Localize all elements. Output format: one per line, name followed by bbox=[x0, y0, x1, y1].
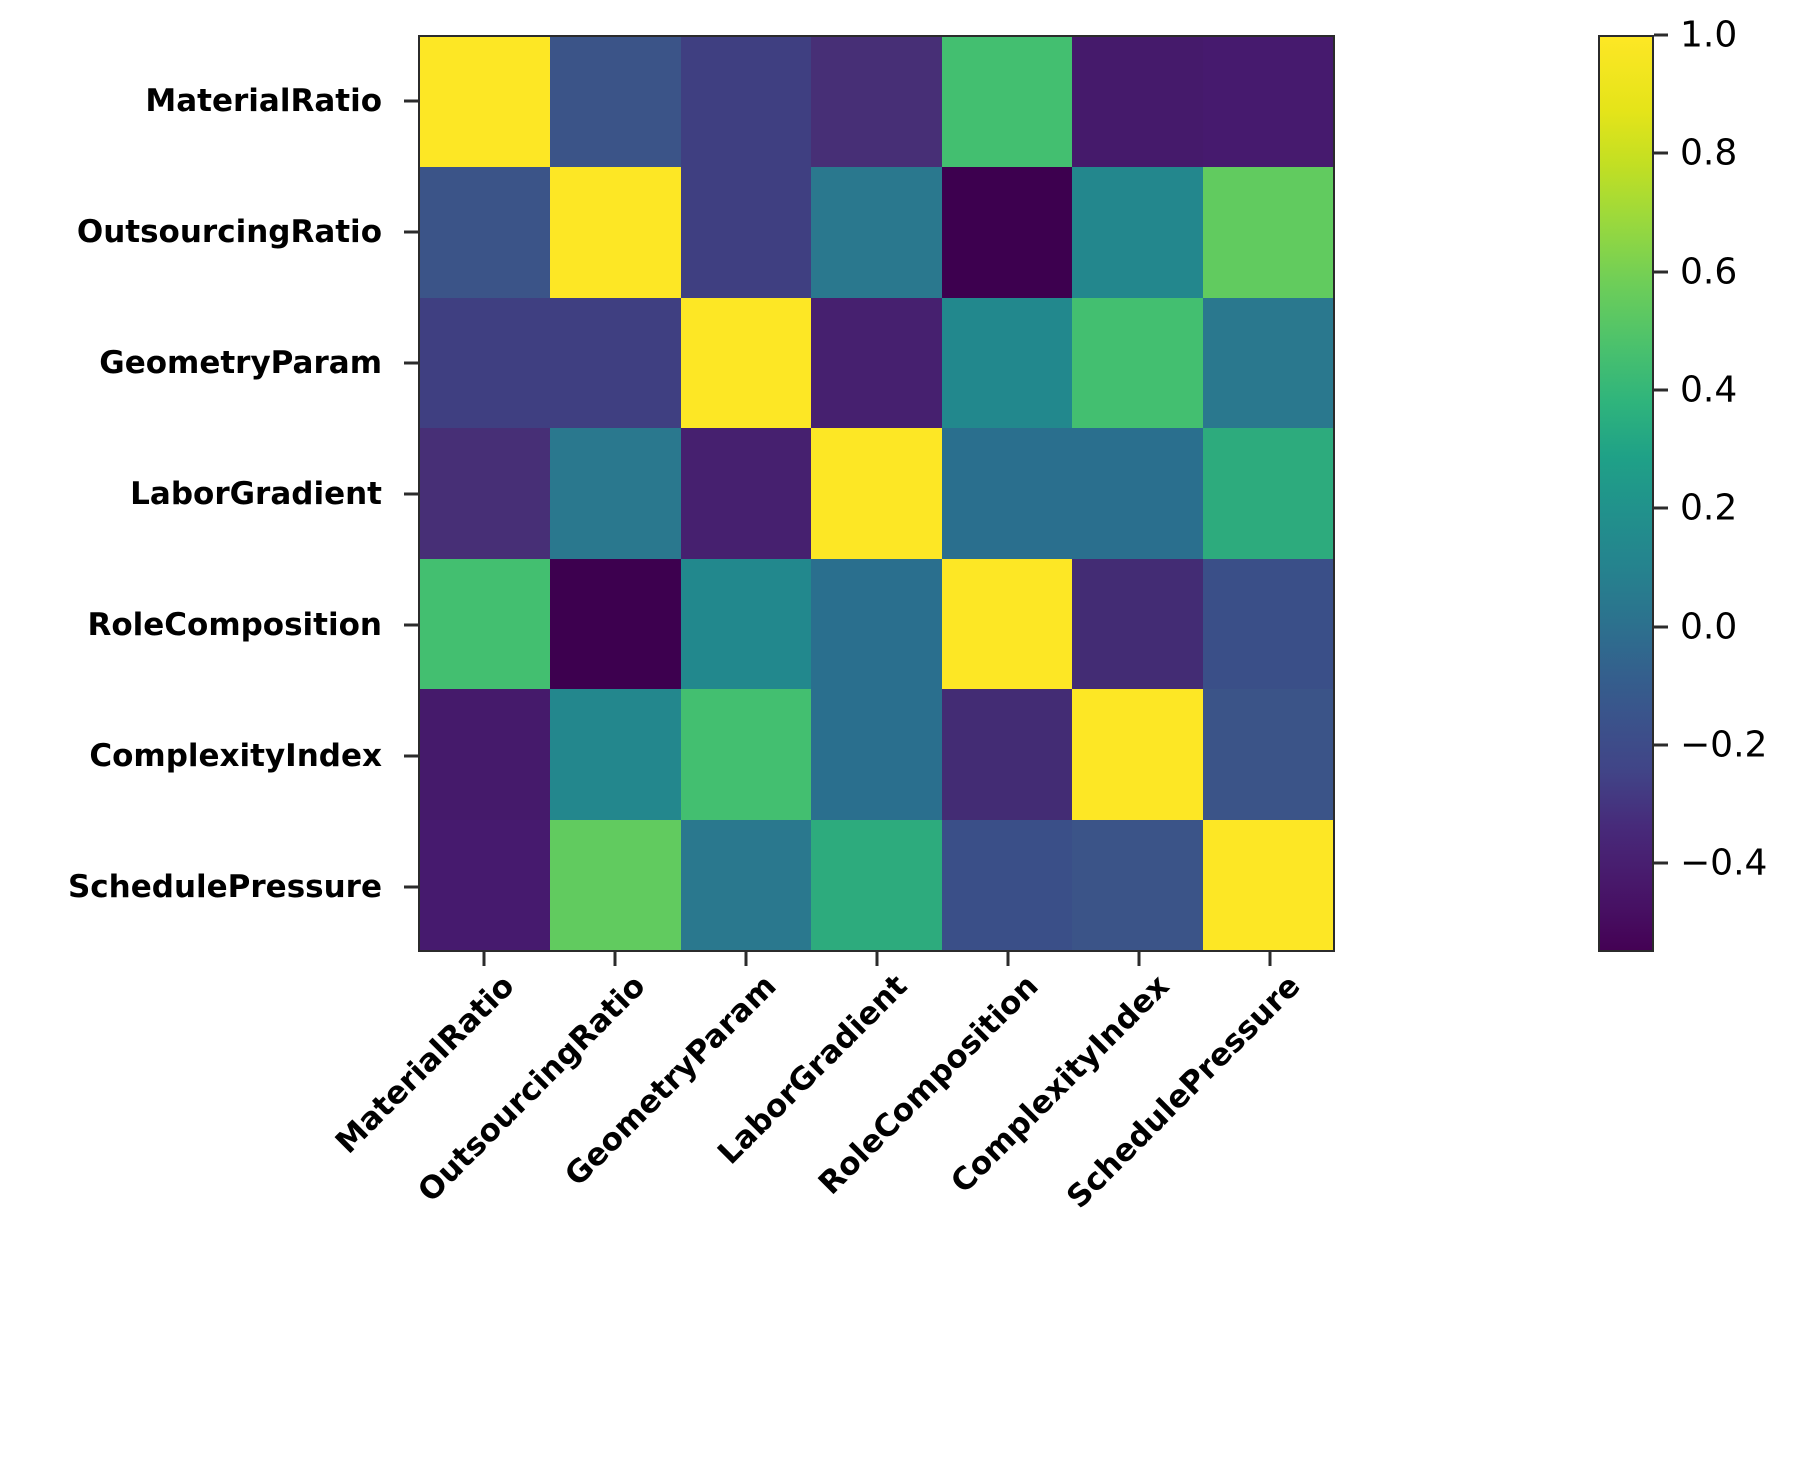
colorbar-tick-label: 0.0 bbox=[1680, 606, 1738, 648]
heatmap-cell bbox=[1072, 37, 1203, 168]
heatmap-cell bbox=[1202, 819, 1333, 950]
colorbar: 1.0 0.8 0.6 0.4 0.2 0.0 −0.2 −0.4 bbox=[1598, 15, 1767, 952]
heatmap-cell bbox=[811, 297, 942, 429]
colorbar-tick-label: 0.6 bbox=[1680, 251, 1738, 293]
heatmap-cell bbox=[420, 167, 551, 298]
heatmap-cell bbox=[941, 37, 1073, 168]
heatmap-cell bbox=[1072, 297, 1203, 429]
heatmap-cell bbox=[680, 428, 812, 559]
y-axis-tick-label: SchedulePressure bbox=[67, 868, 382, 905]
y-axis-tick-mark bbox=[404, 754, 418, 757]
heatmap-cell bbox=[680, 37, 812, 168]
y-axis-tick-label: OutsourcingRatio bbox=[76, 213, 382, 250]
colorbar-tick-mark bbox=[1654, 270, 1668, 274]
x-axis-tick-mark bbox=[613, 952, 616, 966]
heatmap-cell bbox=[941, 558, 1073, 690]
heatmap-cell bbox=[1072, 558, 1203, 690]
heatmap-cell bbox=[1202, 37, 1333, 168]
x-axis-tick-mark bbox=[1268, 952, 1271, 966]
x-axis-tick-label: OutsourcingRatio bbox=[410, 968, 652, 1210]
heatmap-cell bbox=[1072, 428, 1203, 559]
heatmap-cell bbox=[1202, 297, 1333, 429]
heatmap-cell bbox=[941, 428, 1073, 559]
heatmap-cell bbox=[550, 167, 681, 298]
colorbar-tick-mark bbox=[1654, 388, 1668, 392]
colorbar-tick-label: 0.4 bbox=[1680, 369, 1738, 411]
y-axis-tick-mark bbox=[404, 623, 418, 626]
colorbar-tick-mark bbox=[1654, 861, 1668, 865]
heatmap-cell-grid bbox=[420, 37, 1333, 950]
colorbar-tick-mark bbox=[1654, 33, 1668, 37]
heatmap-cell bbox=[811, 689, 942, 820]
colorbar-tick-label: 0.2 bbox=[1680, 487, 1738, 529]
y-axis-tick-mark bbox=[404, 885, 418, 888]
heatmap-cell bbox=[1202, 167, 1333, 298]
heatmap-cell bbox=[811, 819, 942, 950]
x-axis-tick-label: ComplexityIndex bbox=[943, 968, 1176, 1201]
y-axis-tick-mark bbox=[404, 361, 418, 364]
heatmap-cell bbox=[1072, 819, 1203, 950]
colorbar-tick-label: 1.0 bbox=[1680, 14, 1738, 56]
x-axis-tick-mark bbox=[1137, 952, 1140, 966]
heatmap-cell bbox=[941, 819, 1073, 950]
heatmap-cell bbox=[811, 167, 942, 298]
heatmap-cell bbox=[550, 37, 681, 168]
heatmap-cell bbox=[811, 558, 942, 690]
x-axis-tick-mark bbox=[1006, 952, 1009, 966]
heatmap-cell bbox=[1202, 689, 1333, 820]
heatmap-cell bbox=[550, 297, 681, 429]
heatmap-cell bbox=[941, 167, 1073, 298]
y-axis-tick-label: MaterialRatio bbox=[145, 82, 382, 119]
x-axis-tick-label: SchedulePressure bbox=[1059, 968, 1307, 1216]
x-axis-tick-mark bbox=[482, 952, 485, 966]
heatmap-cell bbox=[420, 819, 551, 950]
y-axis-tick-label: RoleComposition bbox=[87, 606, 382, 643]
y-axis-tick-label: LaborGradient bbox=[130, 475, 382, 512]
colorbar-tick-label: −0.4 bbox=[1680, 842, 1768, 884]
heatmap-cell bbox=[420, 297, 551, 429]
heatmap-cell bbox=[420, 428, 551, 559]
heatmap-cell bbox=[811, 428, 942, 559]
y-axis-tick-label: ComplexityIndex bbox=[89, 737, 382, 774]
y-axis-tick-mark bbox=[404, 492, 418, 495]
heatmap-cell bbox=[420, 689, 551, 820]
heatmap-cell bbox=[550, 819, 681, 950]
x-axis-tick-label: RoleComposition bbox=[811, 968, 1045, 1202]
x-axis-tick-mark bbox=[875, 952, 878, 966]
x-axis-tick-mark bbox=[744, 952, 747, 966]
colorbar-tick-mark bbox=[1654, 506, 1668, 510]
y-axis-tick-mark bbox=[404, 230, 418, 233]
heatmap-cell bbox=[420, 37, 551, 168]
heatmap-cell bbox=[941, 297, 1073, 429]
heatmap-plot-area bbox=[418, 35, 1335, 952]
heatmap-cell bbox=[1072, 689, 1203, 820]
heatmap-cell bbox=[811, 37, 942, 168]
heatmap-cell bbox=[420, 558, 551, 690]
heatmap-cell bbox=[941, 689, 1073, 820]
heatmap-cell bbox=[680, 819, 812, 950]
heatmap-cell bbox=[680, 689, 812, 820]
y-axis-tick-mark bbox=[404, 99, 418, 102]
colorbar-tick-mark bbox=[1654, 743, 1668, 747]
heatmap-cell bbox=[1072, 167, 1203, 298]
heatmap-cell bbox=[680, 167, 812, 298]
colorbar-tick-label: 0.8 bbox=[1680, 132, 1738, 174]
heatmap-cell bbox=[680, 297, 812, 429]
colorbar-tick-label: −0.2 bbox=[1680, 724, 1768, 766]
colorbar-gradient bbox=[1598, 35, 1654, 952]
heatmap-cell bbox=[680, 558, 812, 690]
heatmap-cell bbox=[550, 558, 681, 690]
heatmap-cell bbox=[550, 689, 681, 820]
heatmap-cell bbox=[1202, 558, 1333, 690]
y-axis-tick-label: GeometryParam bbox=[99, 344, 382, 381]
heatmap-cell bbox=[1202, 428, 1333, 559]
colorbar-tick-mark bbox=[1654, 151, 1668, 155]
colorbar-tick-mark bbox=[1654, 625, 1668, 629]
heatmap-cell bbox=[550, 428, 681, 559]
